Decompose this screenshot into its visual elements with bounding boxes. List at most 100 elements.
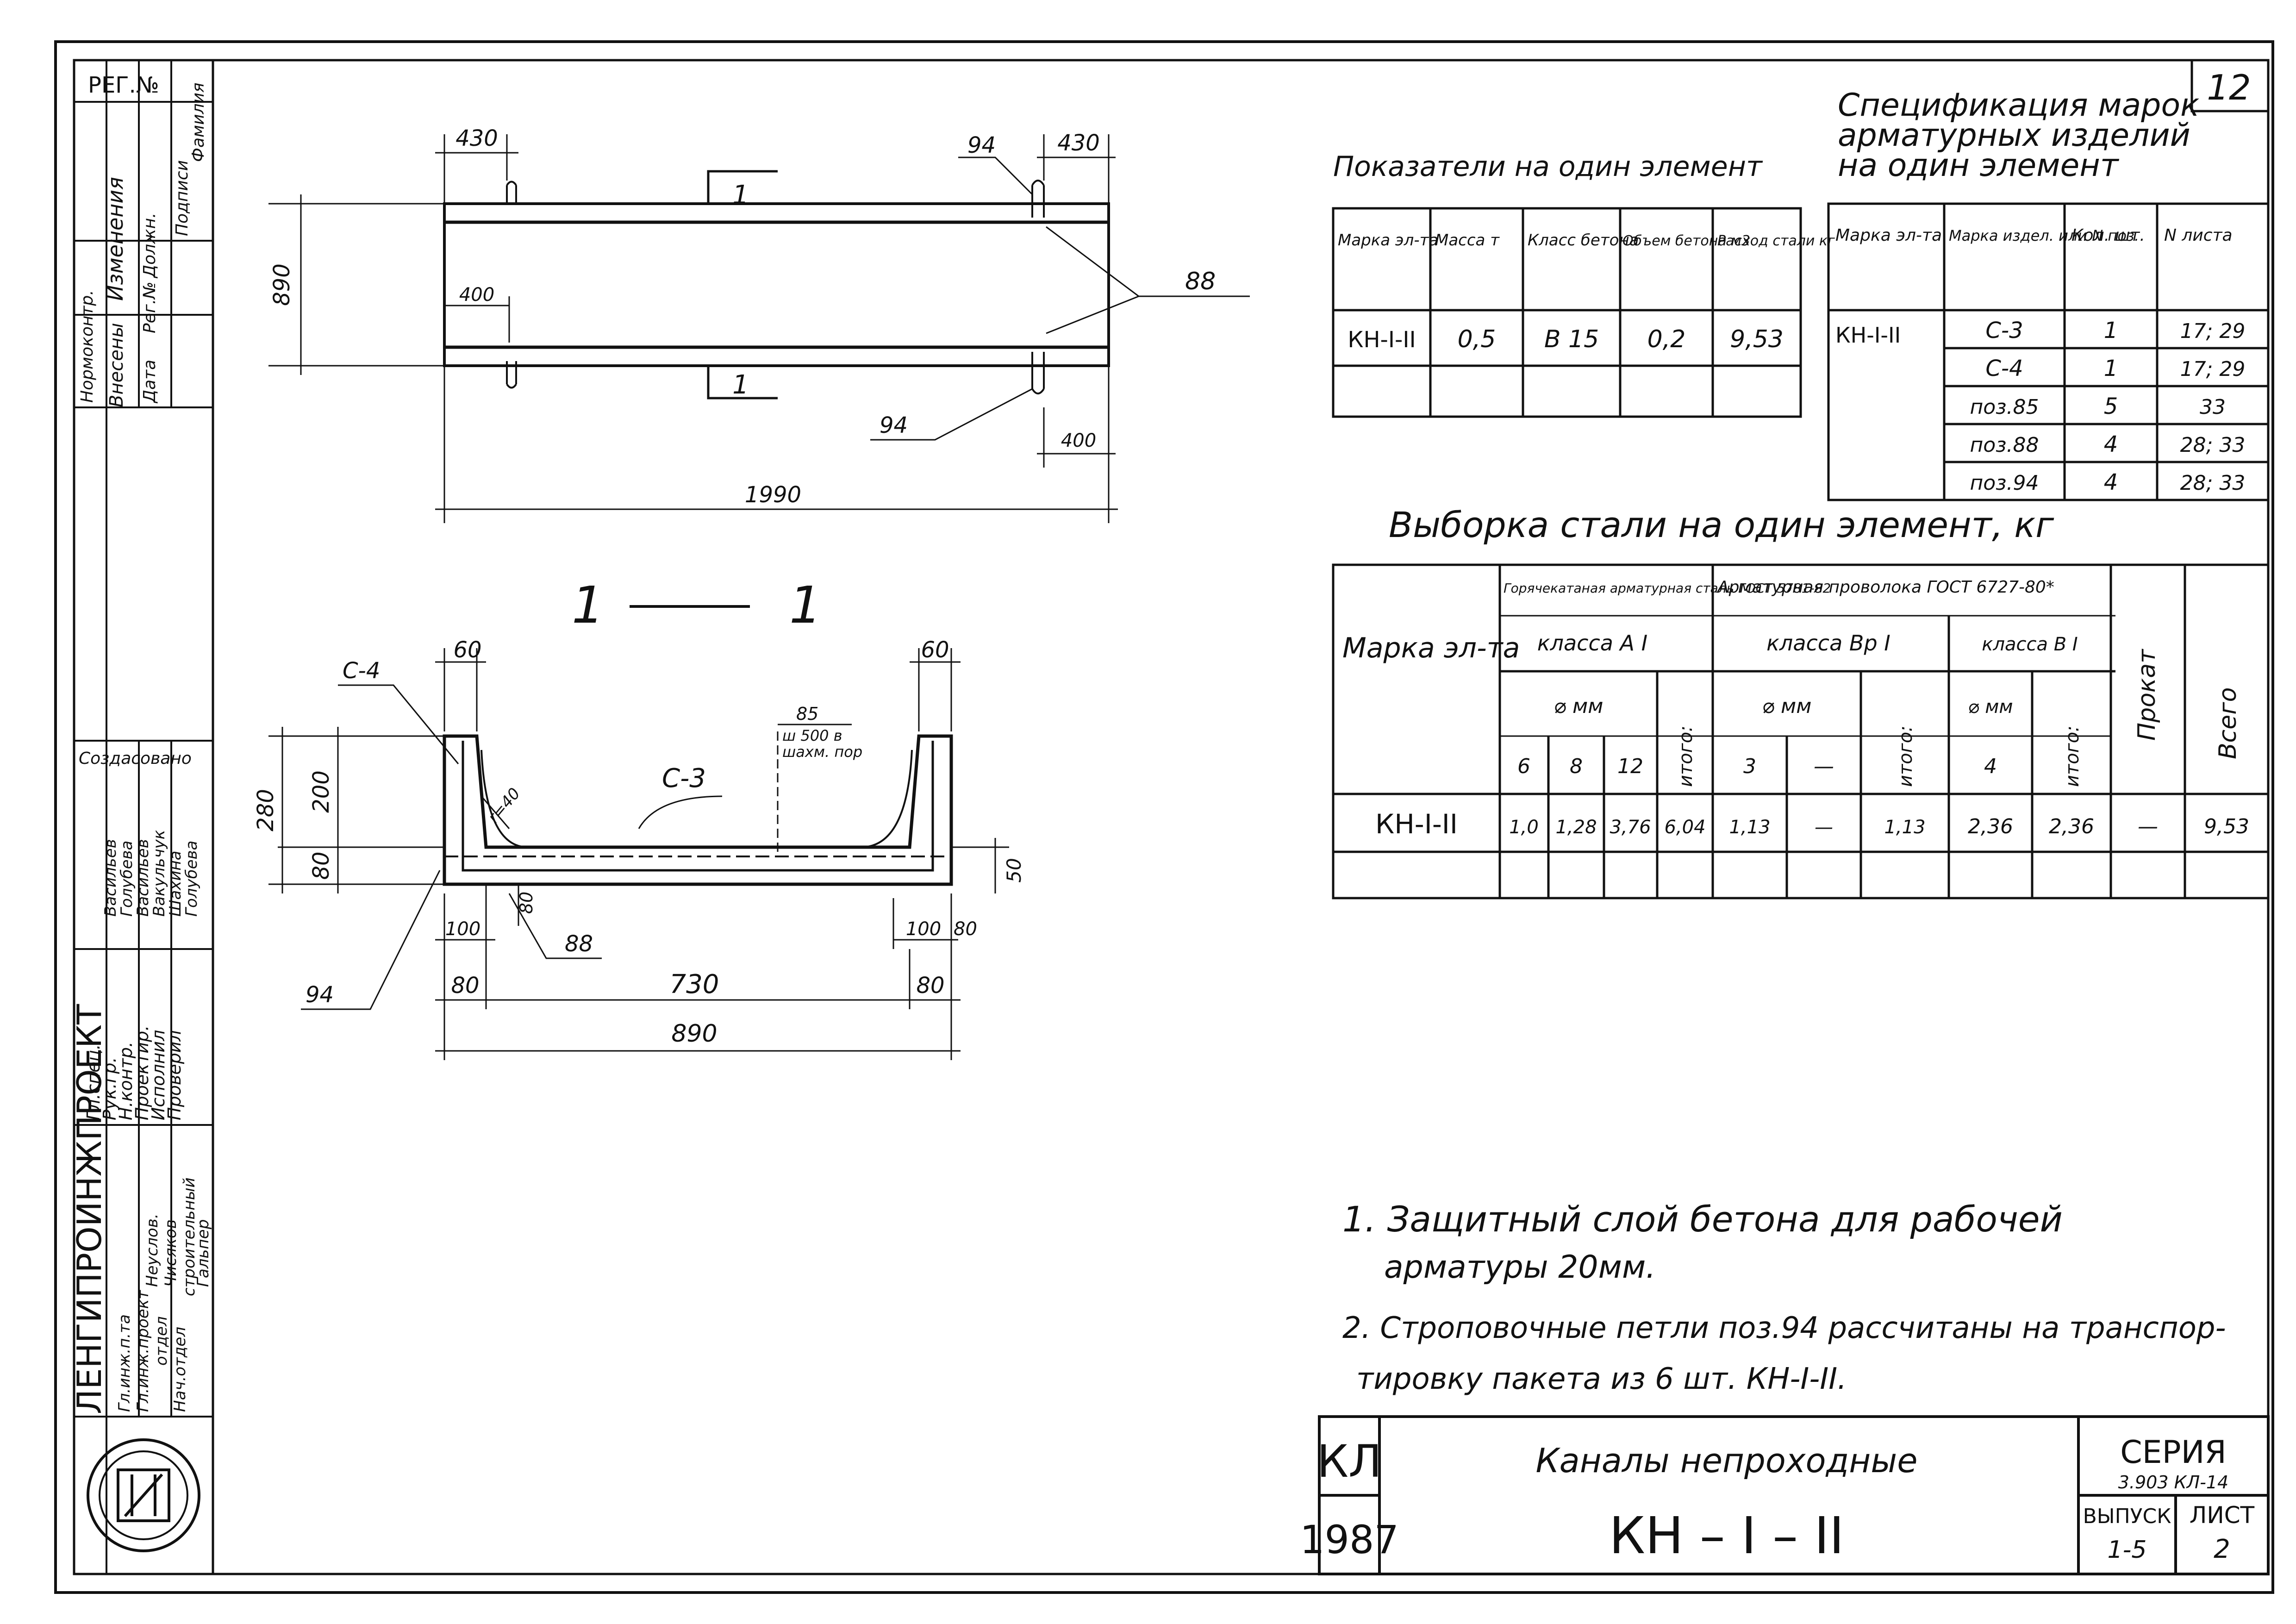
ind-r1-c4: 0,2 — [1647, 325, 1686, 353]
changes-col-3: Дата — [140, 360, 159, 404]
steel-row-c10: — — [2138, 815, 2158, 838]
steel-row-c9: 2,36 — [2049, 815, 2094, 838]
steel-dia-b: ⌀ мм — [1968, 696, 2013, 718]
series-label: СЕРИЯ — [2120, 1434, 2227, 1471]
ind-r1-c5: 9,53 — [1730, 325, 1784, 353]
steel-row-c8: 2,36 — [1968, 815, 2013, 838]
spec-title-1: Спецификация марок — [1838, 87, 2199, 124]
label-step: ш 500 в — [782, 727, 842, 744]
note-1-line-1: 1. Защитный слой бетона для рабочей — [1342, 1199, 2063, 1240]
steel-class-bp: класса Вр I — [1766, 631, 1890, 656]
dim-50: 50 — [1003, 858, 1025, 882]
steel-row-c3: 3,76 — [1610, 817, 1651, 838]
spec-table: Спецификация марок арматурных изделий на… — [1827, 87, 2270, 501]
note-1-line-2: арматуры 20мм. — [1384, 1249, 1656, 1286]
spec-r2-c2: 1 — [2104, 356, 2118, 381]
changes-col-6: Подписи — [173, 160, 192, 236]
extra-row-3: отдел — [152, 1316, 171, 1366]
sheet-number: 12 — [2207, 67, 2251, 108]
changes-col-4: Рег.№ — [140, 281, 159, 333]
org-name: ЛЕНГИПРОИНЖПРОЕКТ — [70, 1004, 109, 1414]
extra-row-4: Нач.отдел — [171, 1327, 189, 1412]
plan-view: 430 94 430 890 400 88 94 400 1990 1 1 — [268, 125, 1250, 523]
steel-total-a: итого: — [1675, 725, 1697, 787]
spec-r5-c2: 4 — [2104, 469, 2118, 495]
label-c3: С-3 — [662, 763, 706, 793]
dim-280: 280 — [253, 789, 279, 831]
steel-size-12: 12 — [1617, 755, 1643, 778]
ind-h5: Расход стали кг — [1717, 233, 1835, 249]
steel-mark-header-1: Марка эл-та — [1342, 632, 1520, 664]
spec-title-3: на один элемент — [1838, 147, 2120, 184]
spec-r1-c1: С-3 — [1985, 318, 2023, 344]
left-stamp: РЕГ.№ Изменения Нормоконтр. Внесены Дата… — [70, 60, 213, 1574]
sheet-value: 2 — [2214, 1534, 2230, 1564]
dim-400-right: 400 — [1061, 430, 1096, 451]
ind-r1-c3: В 15 — [1544, 325, 1599, 353]
dim-890-section: 890 — [671, 1020, 717, 1048]
name-1: Васильев — [101, 839, 120, 917]
spec-h3: Кол. шт. — [2071, 226, 2145, 245]
role-4: Проектир. — [132, 1025, 152, 1120]
steel-class-a: класса А I — [1537, 631, 1647, 656]
extra-value-4: Гальпер — [194, 1219, 212, 1287]
spec-r1-c2: 1 — [2104, 318, 2118, 344]
ind-h4: Объем бетона м3 — [1622, 233, 1750, 249]
dim-200: 200 — [308, 770, 334, 813]
steel-dia-a: ⌀ мм — [1554, 694, 1603, 718]
role-5: Исполнил — [148, 1030, 168, 1120]
name-4: Вакульчук — [150, 830, 168, 917]
section-title-right: 1 — [789, 575, 822, 635]
steel-total-bp: итого: — [1895, 725, 1916, 787]
steel-row-c2: 1,28 — [1555, 817, 1597, 838]
spec-r2-c1: С-4 — [1985, 356, 2023, 381]
spec-r3-c3: 33 — [2200, 395, 2226, 419]
steel-row-c4: 6,04 — [1664, 817, 1705, 838]
name-2: Голубева — [118, 841, 136, 917]
steel-size-dash: — — [1814, 755, 1834, 778]
title-mark: КН – I – II — [1609, 1506, 1844, 1565]
steel-row-c1: 1,0 — [1509, 817, 1539, 838]
indicators-table: Показатели на один элемент Марка эл-та М… — [1332, 150, 1835, 418]
dim-100-left: 100 — [445, 918, 480, 940]
spec-r4-c2: 4 — [2104, 431, 2118, 457]
issue-value: 1-5 — [2108, 1536, 2147, 1564]
steel-vsego: Всего — [2214, 687, 2242, 759]
notes: 1. Защитный слой бетона для рабочей арма… — [1342, 1199, 2226, 1396]
ind-r1-c2: 0,5 — [1458, 325, 1496, 353]
role-3: Н.контр. — [116, 1042, 136, 1120]
role-2: Рук.гр. — [100, 1057, 120, 1120]
name-3: Васильев — [134, 839, 152, 917]
note-2-line-2: тировку пакета из 6 шт. КН-I-II. — [1356, 1362, 1847, 1396]
section-mark-bottom: 1 — [732, 370, 749, 400]
label-c4: С-4 — [343, 658, 380, 684]
sheet-label: ЛИСТ — [2190, 1502, 2255, 1529]
label-94-section: 94 — [306, 982, 334, 1008]
spec-r3-c2: 5 — [2104, 394, 2118, 419]
dim-80-br: 80 — [916, 973, 944, 999]
spec-h4: N листа — [2164, 226, 2233, 245]
sheet-number-box: 12 — [2190, 60, 2268, 112]
steel-table: Выборка стали на один элемент, кг Марка … — [1332, 504, 2270, 899]
dim-430-right: 430 — [1057, 130, 1100, 156]
spec-h1: Марка эл-та — [1835, 226, 1942, 245]
spec-r5-c1: поз.94 — [1970, 471, 2039, 495]
dim-1990: 1990 — [745, 482, 801, 508]
reg-no-label: РЕГ.№ — [88, 72, 159, 98]
roles-header: Создасовано — [79, 749, 192, 768]
steel-row-c5: 1,13 — [1729, 817, 1770, 838]
extra-row-2: Гл.инж.проект — [134, 1290, 152, 1412]
steel-size-4: 4 — [1984, 755, 1997, 778]
spec-r4-c1: поз.88 — [1970, 433, 2039, 457]
spec-r5-c3: 28; 33 — [2180, 471, 2246, 495]
dim-730: 730 — [670, 969, 719, 999]
dim-100-right: 100 — [906, 918, 941, 940]
title-year: 1987 — [1300, 1517, 1399, 1562]
title-code: КЛ — [1317, 1436, 1382, 1487]
name-5: Шахина — [166, 851, 185, 917]
changes-col-1: Нормоконтр. — [78, 290, 97, 403]
steel-prokat: Прокат — [2133, 649, 2161, 741]
steel-class-b: класса В I — [1982, 634, 2078, 655]
ind-h3: Класс бетона — [1528, 231, 1639, 250]
